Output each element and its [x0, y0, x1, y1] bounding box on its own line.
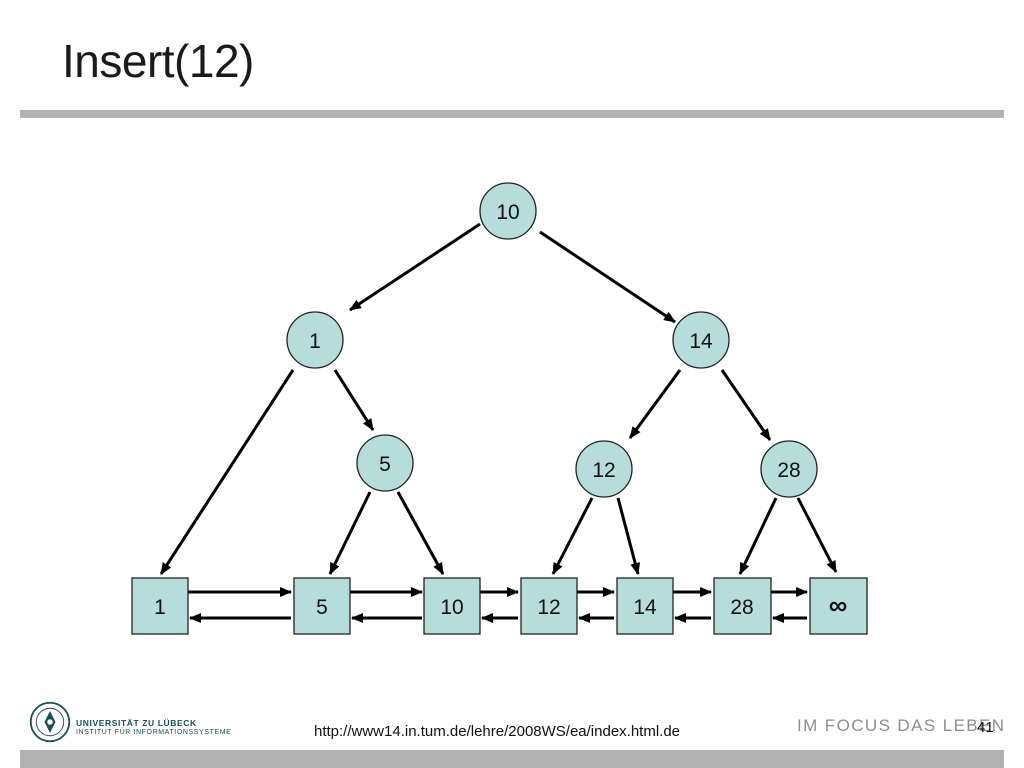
edge-14-to-28	[720, 369, 772, 441]
list-node-5: 5	[293, 577, 351, 635]
list-node-label: 14	[633, 596, 657, 619]
edge-10-to-1	[349, 222, 481, 312]
tree-node-10: 10	[479, 182, 537, 240]
list-node-1: 1	[131, 577, 189, 635]
edge-14-to-12	[628, 369, 682, 439]
university-name: UNIVERSITÄT ZU LÜBECK	[76, 718, 197, 728]
edge-1-to-list-1	[159, 369, 295, 575]
title-divider	[20, 110, 1004, 118]
tree-node-28: 28	[760, 440, 818, 498]
edge-10-to-14	[539, 230, 676, 324]
list-node-infinity: ∞	[809, 577, 868, 635]
edge-28-to-list-inf	[796, 497, 838, 573]
page-number: 41	[977, 719, 994, 736]
university-seal-icon	[29, 701, 71, 743]
edge-28-to-list-28	[738, 497, 778, 575]
list-node-10: 10	[423, 577, 481, 635]
slogan-text: IM FOCUS DAS LEBEN	[797, 716, 1006, 735]
institute-name: INSTITUT FÜR INFORMATIONSSYSTEME	[76, 729, 232, 736]
search-tree-diagram: 10 1 14 5 12 28 1 5 10 12 14 28	[131, 182, 868, 635]
list-node-28: 28	[713, 577, 772, 635]
tree-node-label: 1	[309, 330, 321, 353]
tree-node-1: 1	[286, 311, 344, 369]
tree-node-label: 14	[689, 330, 713, 353]
list-node-14: 14	[616, 577, 674, 635]
footer-band	[20, 750, 1004, 768]
edge-5-to-list-10	[396, 491, 445, 575]
edge-1-to-5	[333, 369, 375, 431]
list-node-label: 1	[154, 596, 166, 619]
list-node-label: 28	[730, 596, 753, 619]
edge-12-to-list-14	[616, 497, 641, 575]
tree-node-label: 12	[592, 459, 615, 482]
edge-5-to-list-5	[328, 491, 372, 575]
slide-title: Insert(12)	[62, 35, 254, 87]
list-node-label: 10	[440, 596, 463, 619]
edge-12-to-list-12	[551, 497, 594, 575]
tree-node-label: 5	[379, 453, 391, 476]
source-url[interactable]: http://www14.in.tum.de/lehre/2008WS/ea/i…	[314, 723, 681, 740]
list-node-label: 12	[537, 596, 560, 619]
tree-node-5: 5	[356, 434, 414, 492]
tree-node-label: 28	[777, 459, 800, 482]
list-node-label: 5	[316, 596, 328, 619]
tree-node-14: 14	[672, 311, 730, 369]
tree-node-12: 12	[575, 440, 633, 498]
list-node-12: 12	[520, 577, 578, 635]
list-node-label: ∞	[829, 590, 848, 620]
tree-node-label: 10	[496, 201, 519, 224]
